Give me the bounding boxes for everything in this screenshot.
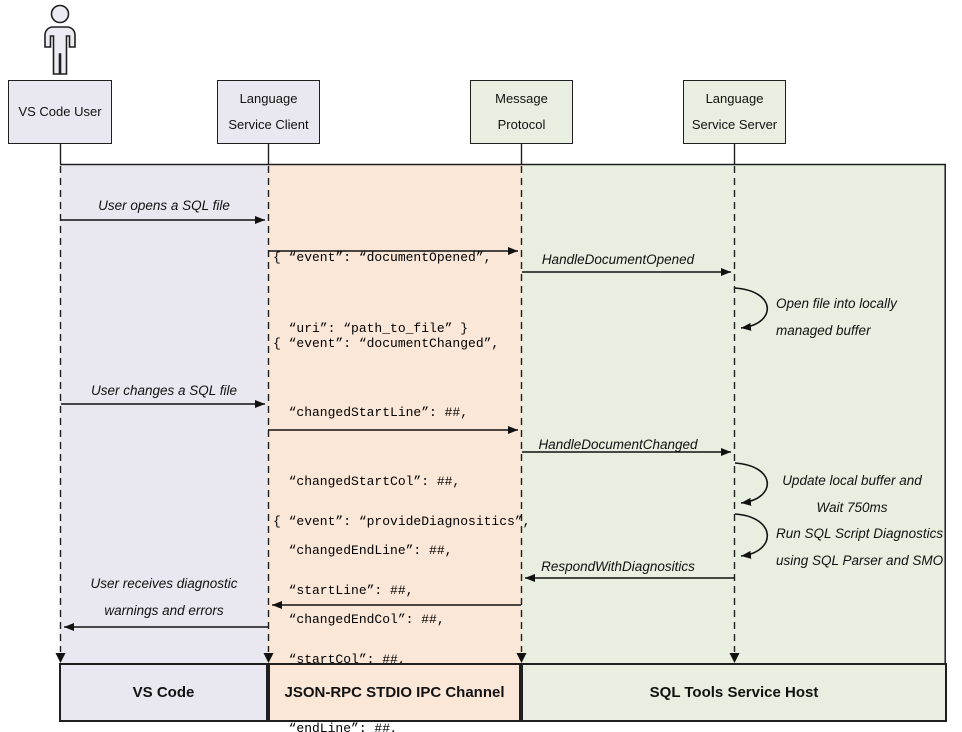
annotation-line: Update local buffer and — [782, 473, 922, 488]
lifeline-protocol-end-arrow — [516, 653, 527, 663]
payload-line: “startLine”: ##, — [273, 583, 414, 598]
payload-line: { “event”: “documentOpened”, — [273, 250, 492, 265]
actor-label-line: Message — [495, 91, 548, 106]
payload-line: { “event”: “documentChanged”, — [273, 336, 500, 351]
annotation-update-buffer: Update local buffer and Wait 750ms — [764, 467, 940, 521]
message-label-user-opens: User opens a SQL file — [98, 198, 230, 213]
actor-label-line: Language — [239, 91, 298, 106]
lane-jsonrpc-background — [268, 165, 521, 663]
lane-vscode-background — [60, 165, 268, 663]
footer-box-vscode: VS Code — [59, 663, 268, 722]
lifeline-server-end-arrow — [729, 653, 740, 663]
actor-label: VS Code User — [18, 104, 102, 119]
lifeline-client-end-arrow — [263, 653, 274, 663]
actor-box-language-service-client: Language Service Client — [217, 80, 320, 144]
self-loop-run-diagnostics — [734, 513, 769, 559]
payload-line: “changedEndCol”: ##, — [273, 612, 445, 627]
annotation-line: using SQL Parser and SMO — [776, 553, 944, 568]
lifeline-user-end-arrow — [55, 653, 66, 663]
footer-box-jsonrpc-channel: JSON-RPC STDIO IPC Channel — [268, 663, 521, 722]
payload-line: { “event”: “provideDiagnositics”, — [273, 514, 531, 529]
actor-label-line: Protocol — [497, 117, 546, 132]
payload-line: “changedStartCol”: ##, — [273, 474, 461, 489]
actor-box-language-service-server: Language Service Server — [683, 80, 786, 144]
user-actor-icon — [44, 4, 76, 75]
annotation-line: managed buffer — [776, 323, 871, 338]
footer-label: SQL Tools Service Host — [649, 684, 819, 701]
message-label-user-receives: User receives diagnostic warnings and er… — [60, 570, 268, 624]
annotation-open-file: Open file into locally managed buffer — [776, 290, 897, 344]
annotation-line: Run SQL Script Diagnostics — [776, 526, 944, 541]
self-loop-open-file — [734, 287, 769, 331]
message-label-user-changes: User changes a SQL file — [90, 383, 238, 398]
payload-line: “changedStartLine”: ##, — [273, 405, 469, 420]
payload-line: “changedEndLine”: ##, — [273, 543, 453, 558]
payload-document-opened: { “event”: “documentOpened”, “uri”: “pat… — [273, 199, 491, 387]
lane-sqltools-background — [521, 165, 946, 663]
footer-label: JSON-RPC STDIO IPC Channel — [284, 684, 505, 701]
self-loop-update-buffer — [734, 462, 769, 506]
message-label-handle-document-changed: HandleDocumentChanged — [538, 437, 698, 452]
actor-label-line: Service Server — [691, 117, 778, 132]
payload-line: “endLine”: ##, — [273, 721, 398, 732]
actor-label-line: Service Client — [228, 117, 309, 132]
annotation-run-diagnostics: Run SQL Script Diagnostics using SQL Par… — [776, 520, 943, 574]
annotation-line: Open file into locally — [776, 296, 897, 311]
message-label-line: User receives diagnostic — [90, 576, 238, 591]
message-label-line: warnings and errors — [104, 603, 224, 618]
message-label-respond-with-diagnostics: RespondWithDiagnositics — [541, 559, 695, 574]
actor-box-message-protocol: Message Protocol — [470, 80, 573, 144]
payload-line: “uri”: “path_to_file” } — [273, 320, 469, 336]
annotation-line: Wait 750ms — [816, 500, 888, 515]
actor-label-line: Language — [705, 91, 764, 106]
message-label-handle-document-opened: HandleDocumentOpened — [541, 252, 695, 267]
footer-box-sqltools-host: SQL Tools Service Host — [521, 663, 947, 722]
footer-label: VS Code — [132, 684, 195, 701]
actor-box-vscode-user: VS Code User — [8, 80, 112, 144]
